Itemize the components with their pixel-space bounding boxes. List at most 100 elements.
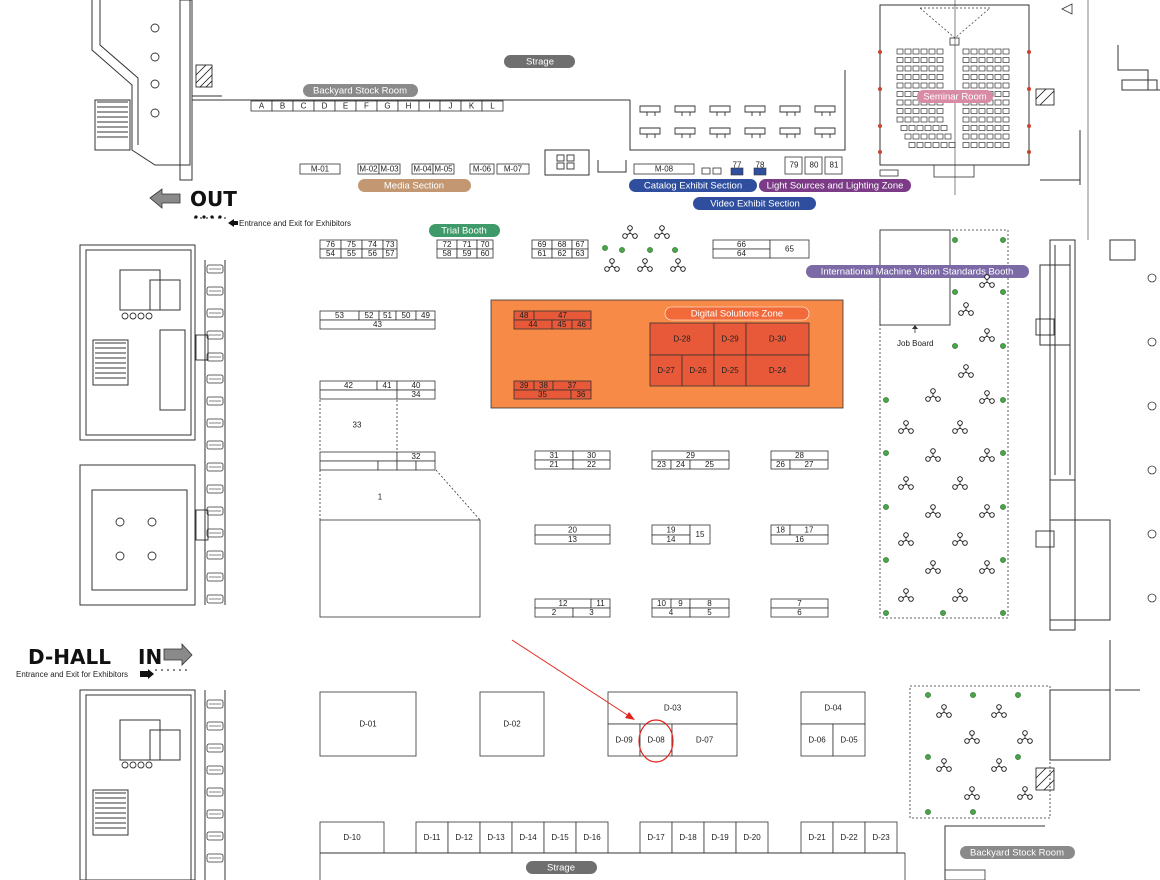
booth-n54[interactable]: 54 [319,248,342,259]
booth-d09[interactable]: D-09 [607,723,641,757]
booth-d13[interactable]: D-13 [479,821,513,854]
booth-n19[interactable]: 19 [651,524,691,536]
booth-n67[interactable]: 67 [571,239,589,250]
booth-n69[interactable]: 69 [531,239,553,250]
booth-n61[interactable]: 61 [531,248,553,259]
booth-d02[interactable]: D-02 [479,691,545,757]
stock-booth[interactable]: E [334,100,357,112]
booth-n26[interactable]: 26 [770,459,791,470]
booth-n42[interactable]: 42 [319,380,378,391]
booth-n50[interactable]: 50 [395,310,417,321]
booth-d01[interactable]: D-01 [319,691,417,757]
booth-n25[interactable]: 25 [689,459,730,470]
booth-n62[interactable]: 62 [551,248,573,259]
booth-n60[interactable]: 60 [476,248,494,259]
media-booth[interactable]: M-03 [378,163,401,175]
booth-d21[interactable]: D-21 [800,821,834,854]
booth-n44[interactable]: 44 [513,319,553,330]
booth-n17[interactable]: 17 [789,524,829,536]
booth-n6[interactable]: 6 [770,607,829,618]
booth-n72[interactable]: 72 [436,239,458,250]
booth-d23[interactable]: D-23 [864,821,898,854]
booth-n11[interactable]: 11 [590,598,611,609]
booth-d15[interactable]: D-15 [543,821,577,854]
booth-n74[interactable]: 74 [361,239,384,250]
booth-n24[interactable]: 24 [670,459,691,470]
booth-n76[interactable]: 76 [319,239,342,250]
booth-d25[interactable]: D-25 [713,354,747,387]
booth-n36[interactable]: 36 [570,389,592,400]
booth-n39[interactable]: 39 [513,380,535,391]
booth-n27[interactable]: 27 [789,459,829,470]
booth-n34[interactable]: 34 [396,389,436,400]
booth-n3[interactable]: 3 [572,607,611,618]
booth-n71[interactable]: 71 [456,239,478,250]
booth-n55[interactable]: 55 [340,248,363,259]
booth-n48[interactable]: 48 [513,310,535,321]
booth-n5[interactable]: 5 [689,607,730,618]
booth-d28[interactable]: D-28 [649,322,715,356]
media-booth[interactable]: M-08 [633,163,695,175]
booth-d05[interactable]: D-05 [832,723,866,757]
booth-n41[interactable]: 41 [376,380,398,391]
booth-d19[interactable]: D-19 [703,821,737,854]
booth-d18[interactable]: D-18 [671,821,705,854]
booth-1[interactable]: 1 [378,493,383,502]
booth-n23[interactable]: 23 [651,459,672,470]
booth-n16[interactable]: 16 [770,534,829,545]
stock-booth[interactable]: F [355,100,378,112]
media-booth[interactable]: M-01 [299,163,341,175]
booth-d14[interactable]: D-14 [511,821,545,854]
booth-d07[interactable]: D-07 [671,723,738,757]
booth-n32[interactable]: 32 [396,451,436,462]
booth-n66[interactable]: 66 [712,239,771,250]
booth-n14[interactable]: 14 [651,534,691,545]
booth-d08[interactable]: D-08 [639,723,673,757]
booth-n18[interactable]: 18 [770,524,791,536]
booth-n63[interactable]: 63 [571,248,589,259]
booth-n28[interactable]: 28 [770,450,829,461]
media-booth[interactable]: M-02 [357,163,380,175]
booth-n49[interactable]: 49 [415,310,436,321]
booth-n37[interactable]: 37 [552,380,592,391]
booth-n30[interactable]: 30 [572,450,611,461]
booth-d03[interactable]: D-03 [607,691,738,725]
media-booth[interactable]: M-05 [432,163,455,175]
booth-d04[interactable]: D-04 [800,691,866,725]
stock-booth[interactable]: H [397,100,420,112]
booth-n57[interactable]: 57 [382,248,398,259]
booth-n31[interactable]: 31 [534,450,574,461]
booth-n35[interactable]: 35 [513,389,572,400]
booth-n56[interactable]: 56 [361,248,384,259]
booth-n70[interactable]: 70 [476,239,494,250]
stock-booth[interactable]: J [439,100,462,112]
booth-n51[interactable]: 51 [378,310,397,321]
stock-booth[interactable]: K [460,100,483,112]
booth-d22[interactable]: D-22 [832,821,866,854]
booth-n46[interactable]: 46 [571,319,592,330]
booth-n38[interactable]: 38 [533,380,554,391]
booth-n22[interactable]: 22 [572,459,611,470]
booth-n45[interactable]: 45 [551,319,573,330]
booth-d12[interactable]: D-12 [447,821,481,854]
booth-n40[interactable]: 40 [396,380,436,391]
booth-n29[interactable]: 29 [651,450,730,461]
booth-n68[interactable]: 68 [551,239,573,250]
booth-n43[interactable]: 43 [319,319,436,330]
booth-d11[interactable]: D-11 [415,821,449,854]
booth-n21[interactable]: 21 [534,459,574,470]
booth-n75[interactable]: 75 [340,239,363,250]
booth-n20[interactable]: 20 [534,524,611,536]
booth-n15[interactable]: 15 [689,524,711,545]
booth-n8[interactable]: 8 [689,598,730,609]
booth-d20[interactable]: D-20 [735,821,769,854]
booth-n52[interactable]: 52 [358,310,380,321]
stock-booth[interactable]: I [418,100,441,112]
booth-n65[interactable]: 65 [769,239,810,259]
booth-n58[interactable]: 58 [436,248,458,259]
media-booth[interactable]: M-04 [411,163,434,175]
stock-booth[interactable]: D [313,100,336,112]
stock-booth[interactable]: C [292,100,315,112]
booth-d29[interactable]: D-29 [713,322,747,356]
booth-n13[interactable]: 13 [534,534,611,545]
